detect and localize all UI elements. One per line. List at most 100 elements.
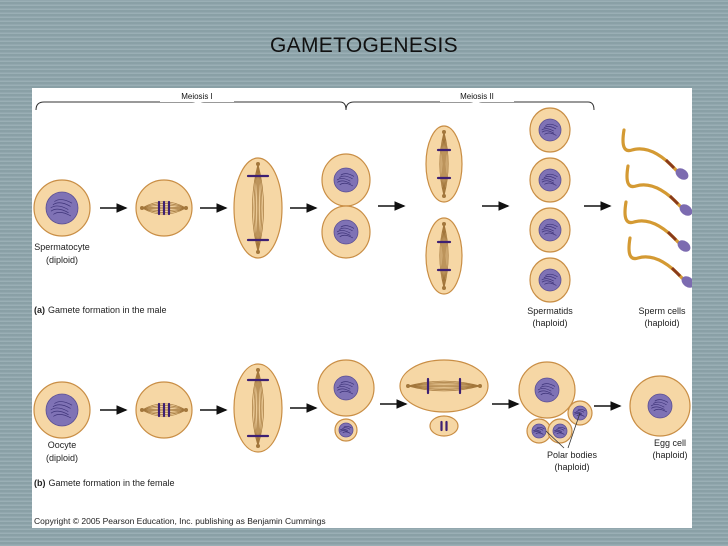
male-caption: (a)Gamete formation in the male — [34, 305, 167, 315]
male-spindle-2-pole — [256, 250, 260, 254]
polar-body-c-nucleus-chromatin — [557, 426, 566, 430]
spermatid-nucleus-1-chromatin — [541, 128, 554, 132]
spermatocyte-nucleus-chromatin — [50, 208, 69, 214]
secondary-oocyte-nucleus-chromatin — [339, 390, 354, 395]
spermatid-nucleus-2-chromatin — [541, 178, 554, 182]
male-spindle-3-bottom — [439, 222, 449, 290]
spermatids-label: Spermatids — [527, 306, 573, 316]
oocyte-nucleus — [45, 393, 79, 427]
male-spindle-3-bottom-pole — [442, 286, 446, 290]
female-caption-text: Gamete formation in the female — [49, 478, 175, 488]
female-spindle-3-fiber — [407, 384, 481, 387]
female-spindle-2-pole — [256, 368, 260, 372]
female-spindle-2-pole — [256, 444, 260, 448]
slide-title: GAMETOGENESIS — [270, 34, 458, 57]
egg-cell-nucleus-chromatin — [654, 399, 669, 403]
male-spindle-3-bottom-fiber — [443, 223, 445, 289]
female-spindle-1-pole — [140, 408, 144, 412]
male-spindle-2 — [252, 162, 264, 254]
polar-body-c-nucleus-chromatin — [556, 428, 565, 431]
spermatid-nucleus-2-chromatin — [543, 176, 557, 180]
male-spindle-3-top-pole — [442, 194, 446, 198]
male-spindle-3-top-fiber — [439, 131, 445, 197]
female-spindle-2-fiber — [257, 369, 263, 447]
polar-body-b-nucleus-chromatin — [533, 431, 542, 434]
polar-body-b-nucleus-chromatin — [535, 432, 544, 435]
female-spindle-3 — [406, 380, 482, 392]
ootid-nucleus-chromatin — [541, 383, 556, 387]
sperm-head-4 — [681, 276, 692, 288]
spermatid-nucleus-2-chromatin — [541, 180, 555, 184]
sperm-head-3 — [677, 240, 691, 252]
polar-body-c-nucleus-chromatin — [554, 431, 563, 434]
spermatid-nucleus-4-chromatin — [545, 273, 558, 278]
oocyte-nucleus-chromatin — [53, 414, 72, 419]
ootid-nucleus-chromatin — [540, 385, 554, 390]
male-spindle-2-fiber — [253, 163, 259, 253]
male-spindle-3-top — [439, 130, 449, 198]
polar-body-a-nucleus-chromatin — [576, 410, 585, 413]
polar-body-c-nucleus-chromatin — [556, 432, 565, 435]
male-caption-text: Gamete formation in the male — [48, 305, 167, 315]
gametogenesis-figure: Meiosis I Meiosis II Spermatocyte (diplo… — [32, 88, 692, 528]
male-spindle-3-bottom-fiber — [440, 223, 445, 289]
female-caption-letter: (b) — [34, 478, 46, 488]
female-spindle-3-pole — [478, 384, 482, 388]
male-spindle-2-fiber — [257, 163, 263, 253]
male-daughter-nucleus-bottom — [333, 219, 359, 245]
oocyte-sublabel: (diploid) — [46, 453, 78, 463]
male-spindle-3-top-fiber — [443, 131, 447, 197]
male-spindle-3-bottom-fiber — [441, 223, 445, 289]
oocyte-nucleus-chromatin — [54, 401, 73, 406]
secondary-oocyte-nucleus — [333, 375, 359, 401]
male-spindle-2-fiber — [255, 163, 259, 253]
sperm-midpiece-2 — [668, 194, 680, 206]
first-polar-body-nucleus-chromatin — [342, 427, 351, 430]
first-polar-body-nucleus-chromatin — [340, 430, 349, 433]
polar-bodies-label: Polar bodies — [547, 450, 598, 460]
egg-cell-label: Egg cell — [654, 438, 686, 448]
spermatocyte-nucleus-chromatin — [53, 212, 72, 217]
male-daughter-nucleus-top-chromatin — [339, 182, 354, 187]
arrows-layer — [100, 201, 622, 415]
male-spindle-3-top-fiber — [440, 131, 445, 197]
secondary-oocyte-nucleus-chromatin — [340, 381, 355, 385]
male-spindle-3-top-fiber — [443, 131, 449, 197]
ootid-nucleus-chromatin — [537, 388, 552, 392]
female-spindle-2-fiber — [257, 369, 261, 447]
dividing-polar-body — [429, 415, 459, 437]
spermatocyte-nucleus-chromatin — [54, 199, 73, 204]
male-daughter-nucleus-top-chromatin — [337, 180, 351, 184]
oocyte-label: Oocyte — [48, 440, 77, 450]
polar-body-b-nucleus-chromatin — [532, 429, 541, 433]
sperm-head-2 — [679, 204, 692, 216]
male-spindle-2-pole — [256, 162, 260, 166]
spermatid-nucleus-2-chromatin — [544, 182, 557, 186]
female-spindle-2-fiber — [256, 369, 259, 447]
female-spindle-3-fiber — [407, 383, 481, 387]
male-daughter-nucleus-bottom-chromatin — [336, 230, 351, 234]
male-daughter-nucleus-top-chromatin — [339, 175, 353, 180]
spermatid-nucleus-1-chromatin — [544, 132, 557, 136]
male-daughter-nucleus-bottom-chromatin — [337, 232, 351, 236]
spermatid-nucleus-4-chromatin — [544, 282, 557, 286]
female-spindle-3-fiber — [407, 382, 481, 387]
egg-cell-nucleus-chromatin — [653, 408, 668, 413]
male-caption-letter: (a) — [34, 305, 45, 315]
sperm-midpiece-4 — [670, 266, 682, 278]
cells-layer — [33, 107, 692, 453]
spermatocyte-nucleus-chromatin — [52, 202, 71, 207]
male-daughter-nucleus-top-chromatin — [340, 173, 355, 177]
egg-cell-nucleus-chromatin — [653, 401, 667, 406]
male-daughter-nucleus-top-chromatin — [336, 178, 351, 182]
polar-body-a-nucleus-chromatin — [574, 413, 583, 416]
polar-body-a-nucleus-chromatin — [573, 411, 582, 415]
polar-body-a-nucleus-chromatin — [577, 408, 586, 412]
male-anaphase1-cell — [233, 157, 283, 259]
female-caption: (b)Gamete formation in the female — [34, 478, 175, 488]
figure-svg: Meiosis I Meiosis II Spermatocyte (diplo… — [33, 90, 692, 526]
female-spindle-2-fiber — [255, 369, 259, 447]
ootid-nucleus-chromatin — [540, 392, 555, 397]
female-spindle-2-fiber — [253, 369, 259, 447]
oocyte-nucleus-chromatin — [52, 404, 71, 409]
